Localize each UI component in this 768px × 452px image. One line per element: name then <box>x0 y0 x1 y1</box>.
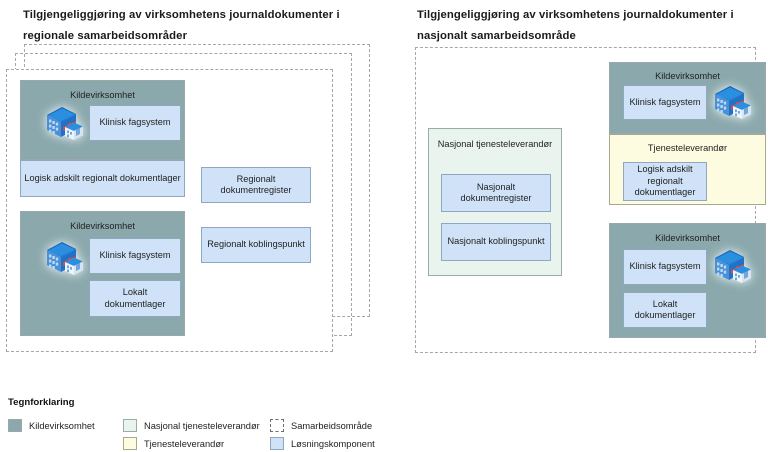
left-panel-title: Tilgjengeliggjøring av virksomhetens jou… <box>23 5 373 47</box>
legend-label-kildevirksomhet: Kildevirksomhet <box>29 420 95 431</box>
hospital-icon <box>715 250 751 283</box>
legend-item-losningskomponent: Løsningskomponent <box>270 437 375 450</box>
left-org-2-doc-store: Lokalt dokumentlager <box>89 280 181 317</box>
left-org-1-doc-store: Logisk adskilt regionalt dokumentlager <box>20 160 185 197</box>
regional-document-register: Regionalt dokumentregister <box>201 167 311 203</box>
national-document-register: Nasjonalt dokumentregister <box>441 174 551 212</box>
regional-connection-point: Regionalt koblingspunkt <box>201 227 311 263</box>
legend-swatch-losningskomponent <box>270 437 284 450</box>
legend-label-tjenesteleverandor: Tjenesteleverandør <box>144 438 225 449</box>
legend-label-losningskomponent: Løsningskomponent <box>291 438 375 449</box>
right-source-org-1-header: Kildevirksomhet <box>655 71 720 81</box>
legend-item-samarbeidsomrade: Samarbeidsområde <box>270 419 372 432</box>
national-connection-point: Nasjonalt koblingspunkt <box>441 223 551 261</box>
legend-swatch-kildevirksomhet <box>8 419 22 432</box>
left-source-org-2-header: Kildevirksomhet <box>70 221 135 231</box>
left-source-org-1-header: Kildevirksomhet <box>70 90 135 100</box>
right-source-org-1: Kildevirksomhet Klinisk fagsystem <box>609 62 766 134</box>
right-title-line-2: nasjonalt samarbeidsområde <box>417 30 576 42</box>
left-org-1-clinical-system: Klinisk fagsystem <box>89 105 181 141</box>
left-title-line-1: Tilgjengeliggjøring av virksomhetens jou… <box>23 9 340 21</box>
legend-swatch-samarbeidsomrade <box>270 419 284 432</box>
service-provider-header: Tjenesteleverandør <box>647 143 728 153</box>
legend-swatch-tjenesteleverandor <box>123 437 137 450</box>
service-provider-doc-store: Logisk adskilt regionalt dokumentlager <box>623 162 707 201</box>
left-title-line-2: regionale samarbeidsområder <box>23 30 188 42</box>
right-source-org-2: Kildevirksomhet Klinisk fagsystem <box>609 223 766 338</box>
right-source-org-2-header: Kildevirksomhet <box>655 233 720 243</box>
national-service-provider: Nasjonal tjenesteleverandør Nasjonalt do… <box>428 128 562 276</box>
national-service-provider-header: Nasjonal tjenesteleverandør <box>437 139 553 149</box>
legend-item-tjenesteleverandor: Tjenesteleverandør <box>123 437 224 450</box>
legend-label-samarbeidsomrade: Samarbeidsområde <box>291 420 373 431</box>
right-org-2-clinical-system: Klinisk fagsystem <box>623 249 707 285</box>
legend-title: Tegnforklaring <box>8 397 75 408</box>
legend-swatch-nasjonal-tjenesteleverandor <box>123 419 137 432</box>
hospital-icon <box>715 86 751 119</box>
service-provider: Tjenesteleverandør Logisk adskilt region… <box>609 134 766 205</box>
right-org-1-clinical-system: Klinisk fagsystem <box>623 85 707 120</box>
left-source-org-2: Kildevirksomhet Klinisk fagsyst <box>20 211 185 336</box>
left-org-2-clinical-system: Klinisk fagsystem <box>89 238 181 274</box>
hospital-icon <box>47 107 83 140</box>
right-title-line-1: Tilgjengeliggjøring av virksomhetens jou… <box>417 9 734 21</box>
right-panel-title: Tilgjengeliggjøring av virksomhetens jou… <box>417 5 762 47</box>
legend-item-nasjonal-tjenesteleverandor: Nasjonal tjenesteleverandør <box>123 419 260 432</box>
hospital-icon <box>47 242 83 275</box>
legend-item-kildevirksomhet: Kildevirksomhet <box>8 419 95 432</box>
legend-label-nasjonal-tjenesteleverandor: Nasjonal tjenesteleverandør <box>144 420 260 431</box>
left-source-org-1: Kildevirksomhet Klinisk fagsyst <box>20 80 185 160</box>
right-org-2-doc-store: Lokalt dokumentlager <box>623 292 707 328</box>
